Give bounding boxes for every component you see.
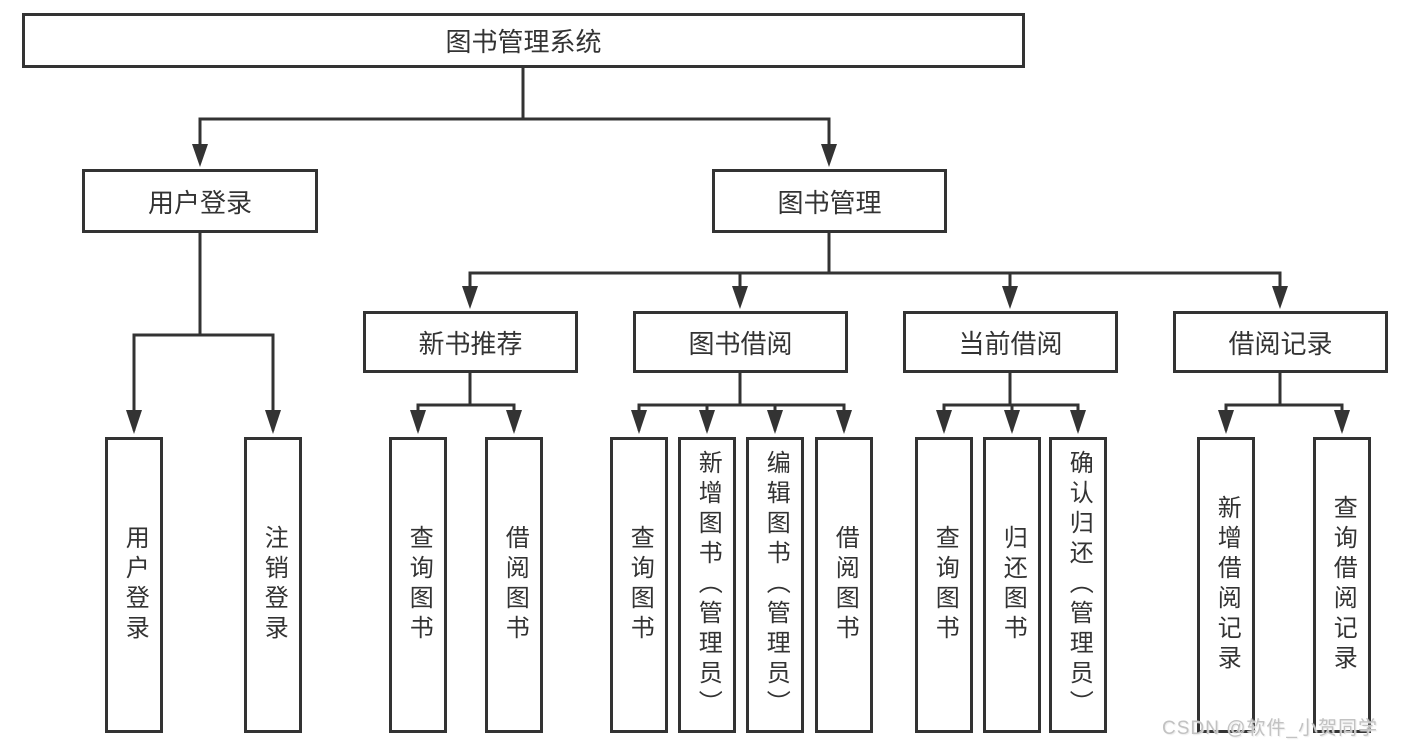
leaf-records-query-record-label: 查询借阅记录 xyxy=(1329,495,1357,675)
node-borrow-records: 借阅记录 xyxy=(1173,311,1388,373)
leaf-borrow-query-book: 查询图书 xyxy=(610,437,668,733)
leaf-current-query-book-label: 查询图书 xyxy=(931,525,959,645)
leaf-borrow-borrow-book: 借阅图书 xyxy=(815,437,873,733)
leaf-recommend-borrow-book: 借阅图书 xyxy=(485,437,543,733)
csdn-watermark: CSDN @软件_小贺同学 xyxy=(1162,718,1378,739)
leaf-borrow-add-book-admin: 新增图书（管理员） xyxy=(678,437,736,733)
leaf-logout: 注销登录 xyxy=(244,437,302,733)
arrowheads xyxy=(126,144,1350,434)
leaf-borrow-edit-book-admin: 编辑图书（管理员） xyxy=(746,437,804,733)
leaf-logout-label: 注销登录 xyxy=(260,525,288,645)
leaf-borrow-add-book-admin-label: 新增图书（管理员） xyxy=(694,450,722,720)
node-library-system: 图书管理系统 xyxy=(22,13,1025,68)
node-book-borrow: 图书借阅 xyxy=(633,311,848,373)
leaf-current-confirm-return-admin: 确认归还（管理员） xyxy=(1049,437,1107,733)
leaf-user-login: 用户登录 xyxy=(105,437,163,733)
node-current-borrow: 当前借阅 xyxy=(903,311,1118,373)
leaf-borrow-query-book-label: 查询图书 xyxy=(626,525,654,645)
leaf-records-add-record-label: 新增借阅记录 xyxy=(1213,495,1241,675)
leaf-user-login-label: 用户登录 xyxy=(121,525,149,645)
leaf-borrow-borrow-book-label: 借阅图书 xyxy=(831,525,859,645)
leaf-current-return-book-label: 归还图书 xyxy=(999,525,1027,645)
leaf-recommend-query-book: 查询图书 xyxy=(389,437,447,733)
node-user-login: 用户登录 xyxy=(82,169,318,233)
leaf-recommend-query-book-label: 查询图书 xyxy=(405,525,433,645)
leaf-current-query-book: 查询图书 xyxy=(915,437,973,733)
leaf-records-query-record: 查询借阅记录 xyxy=(1313,437,1371,733)
leaf-current-return-book: 归还图书 xyxy=(983,437,1041,733)
leaf-recommend-borrow-book-label: 借阅图书 xyxy=(501,525,529,645)
leaf-records-add-record: 新增借阅记录 xyxy=(1197,437,1255,733)
node-book-management: 图书管理 xyxy=(712,169,947,233)
leaf-current-confirm-return-admin-label: 确认归还（管理员） xyxy=(1065,450,1093,720)
node-new-book-recommend: 新书推荐 xyxy=(363,311,578,373)
leaf-borrow-edit-book-admin-label: 编辑图书（管理员） xyxy=(762,450,790,720)
